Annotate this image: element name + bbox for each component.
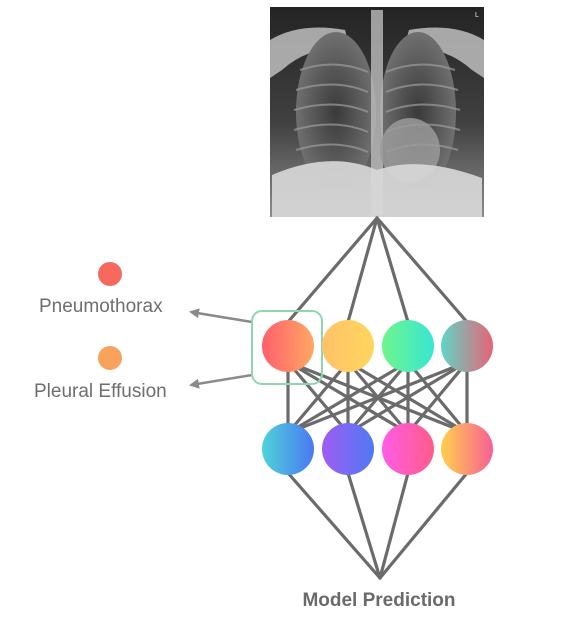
edge-top-3-bottom-0 [286, 360, 469, 435]
edge-bottom-0-output [286, 471, 382, 580]
arrow-to-pleural-effusion [189, 373, 253, 389]
edge-apex-top-2 [375, 216, 410, 324]
edge-apex-top-1 [346, 216, 379, 324]
legend-dot-1 [98, 346, 122, 370]
legend-dots [98, 262, 122, 370]
model-prediction-caption: Model Prediction [302, 590, 456, 611]
node-top-3 [441, 320, 493, 372]
edge-top-1-bottom-0 [286, 360, 350, 435]
edge-bottom-3-output [378, 471, 469, 580]
node-bottom-1 [322, 423, 374, 475]
network-connections [286, 216, 469, 580]
xray-corner-mark: L [475, 12, 479, 19]
legend-label-pneumothorax: Pneumothorax [39, 296, 163, 317]
node-top-0 [262, 320, 314, 372]
node-top-2 [382, 320, 434, 372]
edge-apex-top-3 [375, 216, 469, 324]
node-bottom-0 [262, 423, 314, 475]
node-top-1 [322, 320, 374, 372]
chest-xray-image: L [270, 7, 484, 217]
node-bottom-3 [441, 423, 493, 475]
edge-top-3-bottom-1 [346, 360, 469, 435]
network-nodes [262, 320, 493, 475]
legend-dot-0 [98, 262, 122, 286]
node-bottom-2 [382, 423, 434, 475]
highlighted-node-box [251, 310, 323, 385]
legend-label-pleural-effusion: Pleural Effusion [34, 381, 167, 402]
edge-top-3-bottom-2 [406, 360, 469, 435]
edge-bottom-1-output [346, 471, 382, 580]
legend-arrows [189, 308, 253, 389]
arrow-to-pneumothorax [189, 308, 253, 324]
edge-top-2-bottom-0 [286, 360, 410, 435]
edge-bottom-2-output [378, 471, 410, 580]
edge-apex-top-0 [286, 216, 379, 324]
